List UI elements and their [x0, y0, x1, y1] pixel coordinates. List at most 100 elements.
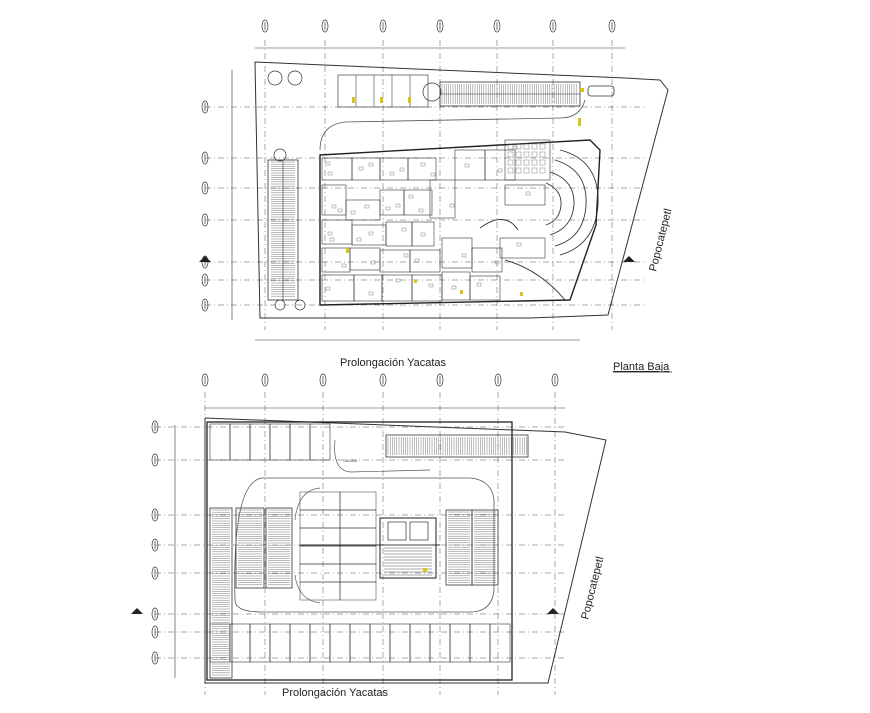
top-site-boundary: [254, 61, 669, 319]
top-planters: [267, 70, 442, 311]
cafe-table: [539, 159, 546, 166]
room: [469, 275, 501, 301]
furniture: [476, 282, 482, 287]
cafe-table: [531, 143, 538, 150]
furniture: [368, 291, 374, 296]
parking-stall: [249, 423, 271, 461]
furniture: [368, 231, 374, 236]
furniture: [350, 210, 356, 215]
cafe-table: [523, 167, 530, 174]
bottom-drive-loop: [234, 477, 495, 613]
top-parking-ramp-top: [439, 81, 581, 107]
grid-bubble: [201, 100, 209, 114]
furniture: [368, 162, 374, 167]
room: [321, 247, 351, 273]
entry-arrow-icon: [199, 256, 211, 262]
car-icon: [587, 85, 615, 97]
ramp-frame: [385, 434, 529, 458]
grid-bubble: [379, 373, 387, 387]
furniture: [389, 171, 395, 176]
room: [379, 157, 409, 181]
cafe-table: [523, 159, 530, 166]
parking-stall: [449, 623, 471, 663]
cafe-table: [539, 143, 546, 150]
bottom-parking-ramps: [209, 434, 529, 679]
parking-stall: [269, 623, 291, 663]
room: [321, 274, 355, 302]
grid-bubble: [201, 273, 209, 287]
bottom-structure-outline: [206, 421, 513, 681]
grid-bubble: [494, 373, 502, 387]
furniture: [516, 242, 522, 247]
top-drive-path: [319, 99, 586, 151]
furniture: [327, 231, 333, 236]
parking-stall: [339, 491, 377, 511]
top-interior-rooms: [321, 139, 551, 302]
parking-stall: [349, 623, 371, 663]
grid-bubble: [151, 651, 159, 665]
grid-bubble: [151, 566, 159, 580]
furniture: [401, 227, 407, 232]
bottom-street-label-right: Popocatepetl: [579, 556, 606, 621]
cafe-table: [507, 167, 514, 174]
room: [379, 189, 405, 216]
furniture: [494, 260, 500, 265]
cafe-table: [515, 167, 522, 174]
bottom-service-core: [379, 517, 437, 579]
room: [454, 149, 486, 181]
furniture: [525, 191, 531, 196]
room: [351, 157, 381, 181]
furniture: [497, 168, 503, 173]
furniture: [420, 162, 426, 167]
cafe-table: [515, 143, 522, 150]
entry-arrow-icon: [623, 256, 635, 262]
exit-label: SALIDA: [343, 458, 358, 463]
furniture: [414, 258, 420, 263]
furniture: [420, 232, 426, 237]
cafe-table: [515, 151, 522, 158]
room: [321, 219, 353, 245]
cafe-table: [531, 151, 538, 158]
parking-stall: [229, 423, 251, 461]
furniture: [331, 204, 337, 209]
furniture: [464, 163, 470, 168]
top-street-label-bottom: Prolongación Yacatas: [340, 357, 446, 369]
parking-stall: [339, 581, 377, 601]
furniture: [408, 194, 414, 199]
top-parking-bays: [337, 74, 429, 108]
grid-bubble: [151, 607, 159, 621]
cafe-table: [531, 167, 538, 174]
parking-stall: [469, 623, 491, 663]
cafe-table: [539, 167, 546, 174]
entry-arrow-icon: [131, 608, 143, 614]
furniture: [395, 278, 401, 283]
parking-stall: [299, 527, 341, 547]
furniture: [325, 286, 331, 291]
room: [441, 237, 473, 269]
room: [504, 184, 546, 206]
plan-title: Planta Baja: [613, 361, 670, 373]
parking-stall: [249, 623, 271, 663]
grid-bubble: [201, 151, 209, 165]
entry-arrow-icon: [547, 608, 559, 614]
furniture: [329, 237, 335, 242]
furniture: [327, 171, 333, 176]
grid-bubble: [151, 625, 159, 639]
bottom-plan-grid-lines: [155, 392, 565, 695]
furniture: [356, 237, 362, 242]
room: [409, 249, 441, 273]
bottom-parking-stalls: [209, 423, 511, 663]
parking-stall: [409, 623, 431, 663]
parking-stall: [299, 491, 341, 511]
grid-bubble: [379, 19, 387, 33]
grid-bubble: [151, 420, 159, 434]
parking-level-plan: SALIDA Prolongación Yacatas Popocatepetl: [131, 373, 607, 699]
room: [499, 237, 546, 259]
parking-stall: [489, 623, 511, 663]
top-street-label-right: Popocatepetl: [647, 208, 674, 273]
bottom-site-boundary: [204, 417, 607, 684]
room: [407, 157, 437, 181]
parking-stall: [339, 527, 377, 547]
parking-stall: [209, 423, 231, 461]
